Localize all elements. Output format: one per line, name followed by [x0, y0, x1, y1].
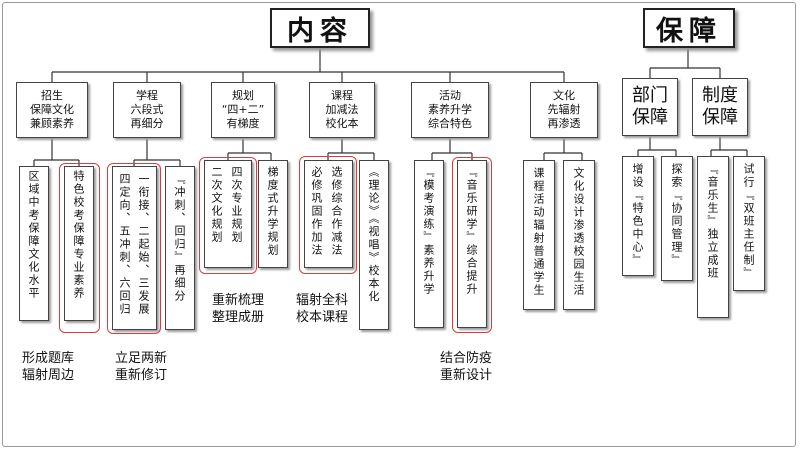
category-line: 课程: [331, 89, 353, 102]
category-line: 六段式: [130, 103, 164, 116]
guarantee-line: 保障: [702, 107, 738, 128]
category-line: 学程: [136, 89, 158, 102]
column-text: 一衔接、二起始、三发展: [137, 173, 150, 316]
column-text: 『音乐生』独立成班: [706, 163, 719, 280]
note-reorganize: 重新梳理 整理成册: [212, 292, 264, 326]
category-line: 招生: [41, 89, 63, 102]
column-text: 选修综合作减法: [330, 166, 343, 257]
category-line: 再细分: [130, 117, 164, 130]
column-gradient-plan: [258, 160, 288, 268]
column-four-two-plan: [204, 160, 252, 268]
content-title: 内容: [287, 15, 353, 47]
column-course-add-subtract: [304, 160, 353, 268]
category-line: “四+二”: [221, 103, 265, 116]
note-all-subjects: 辐射全科 校本课程: [296, 292, 348, 326]
category-curriculum-stage: 学程六段式再细分: [113, 82, 181, 138]
category-planning: 规划“四+二”有梯度: [211, 82, 275, 138]
note-line: 结合防疫: [440, 351, 493, 366]
column-text: 四次专业规划: [230, 166, 243, 244]
guarantee-line: 制度: [702, 85, 738, 106]
column-text: 区域中考保障文化水平: [27, 170, 40, 300]
column-text: 『模考演练』素养升学: [422, 166, 435, 296]
highlight-music-study: [452, 157, 492, 333]
column-text: 文化设计渗透校园生活: [572, 167, 585, 297]
category-line: 规划: [232, 89, 254, 102]
column-regional-exam: [19, 166, 49, 321]
guarantee-line: 部门: [632, 85, 668, 106]
guarantee-title: 保障: [656, 15, 722, 47]
column-special-exam: [64, 166, 94, 321]
category-line: 文化: [553, 89, 575, 102]
note-epidemic: 结合防疫 重新设计: [440, 350, 492, 384]
column-text: 特色校考保障专业素养: [72, 170, 85, 300]
note-line: 整理成册: [212, 310, 265, 325]
column-dual-teacher: [733, 156, 765, 291]
highlight-four-two-plan: [199, 157, 257, 274]
category-line: 活动: [439, 89, 461, 102]
column-text: 梯度式升学规划: [266, 166, 279, 257]
category-line: 有梯度: [226, 117, 260, 130]
column-text: 试行『双班主任制』: [742, 163, 755, 280]
content-title-box: 内容: [270, 8, 370, 48]
category-line: 保障文化: [30, 103, 74, 116]
column-text: 『音乐研学』综合提升: [465, 166, 478, 296]
category-line: 加减法: [325, 103, 359, 116]
guarantee-line: 保障: [632, 107, 668, 128]
slide-frame: [2, 2, 796, 447]
category-activity: 活动素养升学综合特色: [411, 82, 489, 138]
column-school-based: [359, 160, 389, 330]
category-course: 课程加减法校化本: [309, 82, 375, 138]
note-line: 重新梳理: [212, 293, 265, 308]
note-two-new: 立足两新 重新修订: [115, 350, 167, 384]
note-line: 形成题库: [22, 351, 75, 366]
column-music-study: [457, 160, 487, 328]
category-culture: 文化先辐射再渗透: [530, 82, 598, 138]
column-text: 增设『特色中心』: [631, 163, 644, 267]
category-enrollment: 招生保障文化兼顾素养: [16, 82, 88, 138]
column-text: 必修巩固作加法: [310, 166, 323, 257]
column-text: 《理论》《视唱》校本化: [367, 166, 380, 304]
column-music-class: [697, 156, 729, 318]
note-line: 辐射周边: [22, 368, 75, 383]
column-text: 四定向、五冲刺、六回归: [118, 173, 131, 316]
note-question-bank: 形成题库 辐射周边: [22, 350, 74, 384]
column-special-center: [622, 156, 654, 276]
note-line: 校本课程: [296, 310, 349, 325]
category-line: 兼顾素养: [30, 117, 74, 130]
column-six-stages: [112, 166, 157, 330]
column-mock-exam: [414, 160, 444, 328]
category-line: 先辐射: [547, 103, 581, 116]
highlight-course-add-subtract: [299, 156, 357, 274]
category-line: 综合特色: [428, 117, 472, 130]
column-text: 探索『协同管理』: [670, 163, 683, 267]
note-line: 立足两新: [115, 351, 168, 366]
category-line: 素养升学: [428, 103, 472, 116]
column-collab-management: [661, 156, 693, 281]
category-line: 校化本: [325, 117, 359, 130]
column-course-radiation: [523, 160, 555, 310]
note-line: 重新设计: [440, 368, 493, 383]
note-line: 辐射全科: [296, 293, 349, 308]
guarantee-system: 制度保障: [692, 78, 748, 136]
highlight-six-stages: [107, 163, 161, 334]
column-text: 二次文化规划: [210, 166, 223, 244]
column-culture-design: [563, 160, 595, 310]
guarantee-title-box: 保障: [643, 8, 735, 48]
column-text: 课程活动辐射普通学生: [532, 167, 545, 297]
guarantee-department: 部门保障: [622, 78, 678, 136]
highlight-special-exam: [59, 163, 100, 333]
category-line: 再渗透: [547, 117, 581, 130]
note-line: 重新修订: [115, 368, 168, 383]
column-text: 『冲刺、回归』再细分: [173, 173, 186, 303]
column-sprint-return: [165, 166, 195, 330]
